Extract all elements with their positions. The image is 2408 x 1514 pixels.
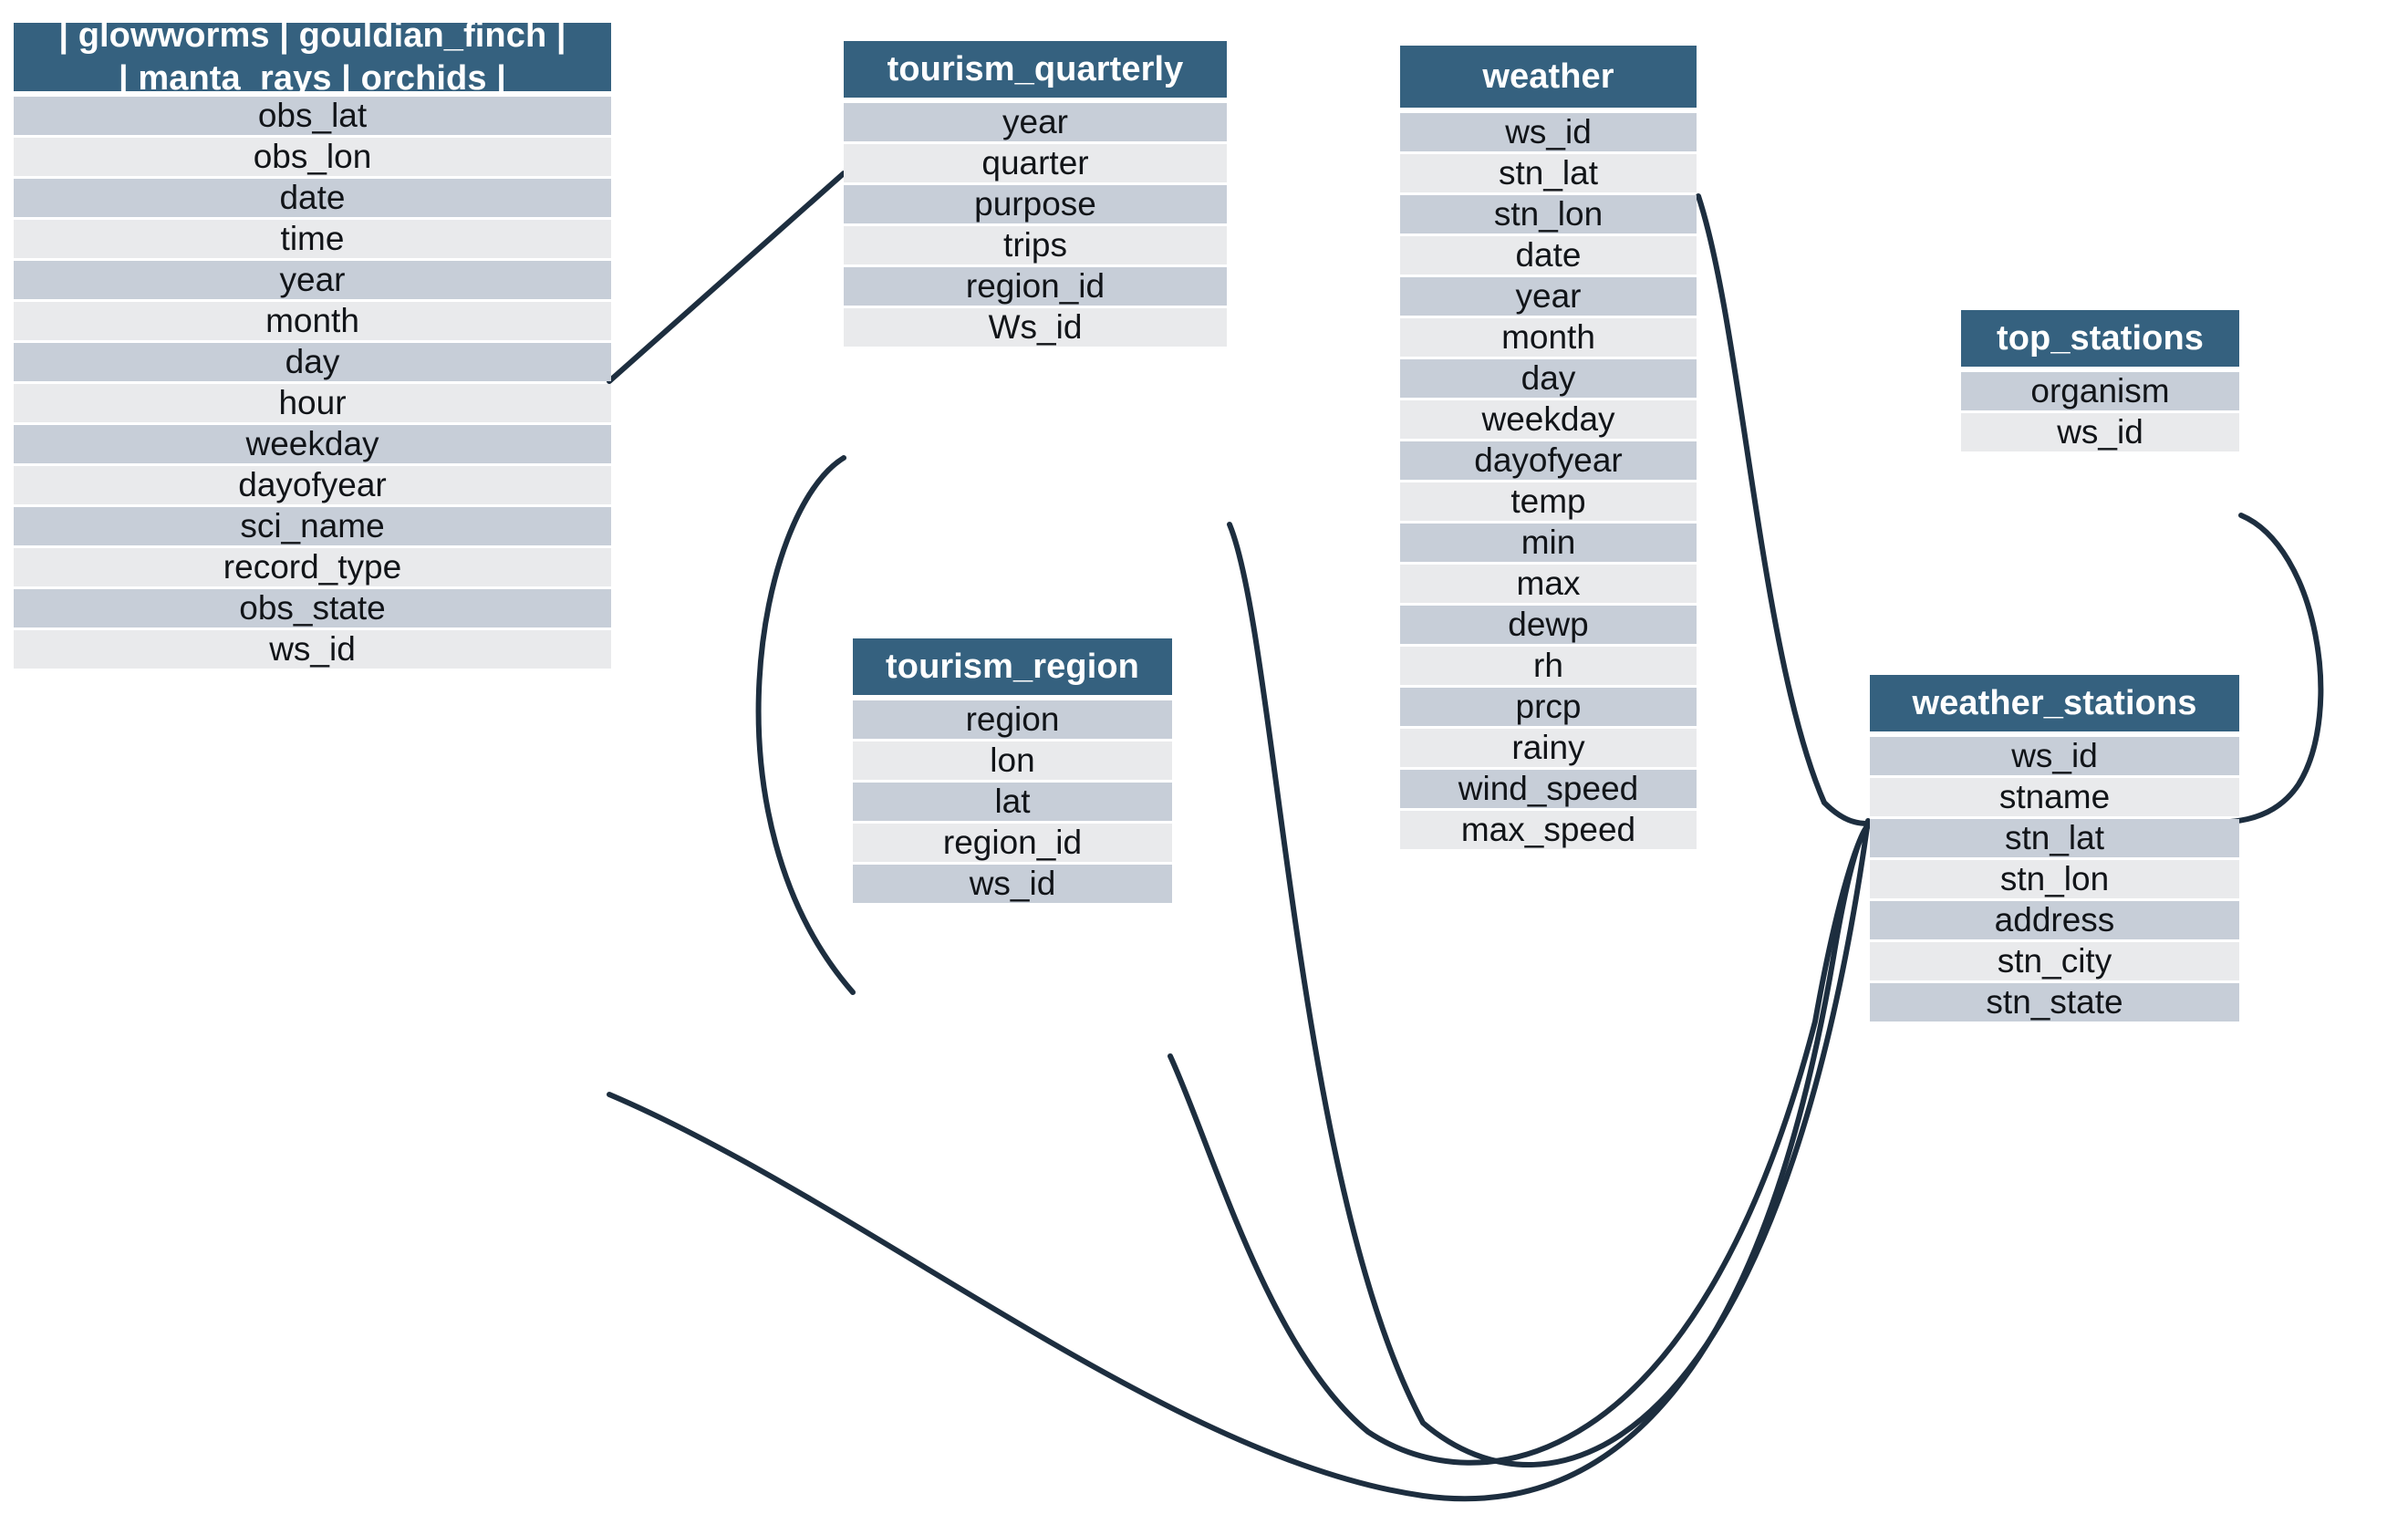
table-top-stations[interactable]: top_stations organism ws_id <box>1961 310 2239 454</box>
table-row[interactable]: lat <box>853 783 1172 821</box>
table-row[interactable]: stn_city <box>1870 942 2239 980</box>
table-observations-fields: obs_lat obs_lon date time year month day… <box>14 97 611 671</box>
table-row[interactable]: sci_name <box>14 507 611 545</box>
table-row[interactable]: ws_id <box>853 865 1172 903</box>
table-row[interactable]: dewp <box>1400 606 1697 644</box>
table-row[interactable]: stn_lon <box>1870 860 2239 898</box>
table-tourism-quarterly-fields: year quarter purpose trips region_id Ws_… <box>844 103 1227 349</box>
link-weather-wsid-to-weather-stations-wsid <box>1696 193 1871 826</box>
table-row[interactable]: date <box>14 179 611 217</box>
table-tourism-region-header: tourism_region <box>853 638 1172 695</box>
table-tourism-region-fields: region lon lat region_id ws_id <box>853 700 1172 906</box>
link-tourism-region-wsid-to-weather-stations-wsid <box>1168 824 1871 1466</box>
table-row[interactable]: organism <box>1961 372 2239 410</box>
table-row[interactable]: max <box>1400 565 1697 603</box>
table-row[interactable]: dayofyear <box>1400 441 1697 480</box>
table-row[interactable]: region_id <box>853 824 1172 862</box>
table-row[interactable]: stname <box>1870 778 2239 816</box>
table-observations-header: | glowworms | gouldian_finch | | manta_r… <box>14 16 611 98</box>
table-row[interactable]: year <box>14 261 611 299</box>
table-row[interactable]: purpose <box>844 185 1227 223</box>
table-weather-header: weather <box>1400 46 1697 108</box>
table-row[interactable]: stn_state <box>1870 983 2239 1021</box>
table-row[interactable]: hour <box>14 384 611 422</box>
table-row[interactable]: year <box>844 103 1227 141</box>
link-observations-time-to-tourism-quarterly-year <box>607 171 846 384</box>
table-row[interactable]: Ws_id <box>844 308 1227 347</box>
table-row[interactable]: address <box>1870 901 2239 939</box>
table-row[interactable]: time <box>14 220 611 258</box>
table-row[interactable]: lon <box>853 741 1172 780</box>
table-observations[interactable]: | glowworms | gouldian_finch | | manta_r… <box>14 16 611 671</box>
table-weather-stations[interactable]: weather_stations ws_id stname stn_lat st… <box>1870 675 2239 1024</box>
table-row[interactable]: ws_id <box>1870 737 2239 775</box>
table-tourism-quarterly-header: tourism_quarterly <box>844 41 1227 98</box>
table-row[interactable]: region <box>853 700 1172 739</box>
table-row[interactable]: ws_id <box>1400 113 1697 151</box>
table-row[interactable]: date <box>1400 236 1697 275</box>
table-weather[interactable]: weather ws_id stn_lat stn_lon date year … <box>1400 46 1697 852</box>
table-row[interactable]: ws_id <box>1961 413 2239 451</box>
table-row[interactable]: weekday <box>14 425 611 463</box>
table-row[interactable]: prcp <box>1400 688 1697 726</box>
table-row[interactable]: min <box>1400 524 1697 562</box>
table-row[interactable]: weekday <box>1400 400 1697 439</box>
table-weather-stations-header: weather_stations <box>1870 675 2239 731</box>
table-row[interactable]: month <box>1400 318 1697 357</box>
table-tourism-region[interactable]: tourism_region region lon lat region_id … <box>853 638 1172 906</box>
table-row[interactable]: rainy <box>1400 729 1697 767</box>
table-row[interactable]: stn_lat <box>1400 154 1697 192</box>
table-row[interactable]: wind_speed <box>1400 770 1697 808</box>
table-row[interactable]: year <box>1400 277 1697 316</box>
link-tourism-quarterly-regionid-to-tourism-region-regionid <box>755 455 856 995</box>
table-tourism-quarterly[interactable]: tourism_quarterly year quarter purpose t… <box>844 41 1227 349</box>
table-weather-stations-fields: ws_id stname stn_lat stn_lon address stn… <box>1870 737 2239 1024</box>
table-row[interactable]: month <box>14 302 611 340</box>
table-row[interactable]: dayofyear <box>14 466 611 504</box>
table-observations-title-line1: | glowworms | gouldian_finch | <box>58 16 566 56</box>
table-row[interactable]: ws_id <box>14 630 611 669</box>
table-row[interactable]: temp <box>1400 482 1697 521</box>
table-row[interactable]: obs_state <box>14 589 611 627</box>
table-row[interactable]: obs_lon <box>14 138 611 176</box>
table-top-stations-fields: organism ws_id <box>1961 372 2239 454</box>
table-weather-fields: ws_id stn_lat stn_lon date year month da… <box>1400 113 1697 852</box>
table-row[interactable]: max_speed <box>1400 811 1697 849</box>
table-row[interactable]: quarter <box>844 144 1227 182</box>
table-row[interactable]: day <box>14 343 611 381</box>
table-row[interactable]: obs_lat <box>14 97 611 135</box>
table-row[interactable]: region_id <box>844 267 1227 306</box>
table-row[interactable]: day <box>1400 359 1697 398</box>
table-top-stations-header: top_stations <box>1961 310 2239 367</box>
link-observations-ws-id-to-weather-stations-wsid <box>607 823 1871 1502</box>
table-row[interactable]: trips <box>844 226 1227 264</box>
table-row[interactable]: record_type <box>14 548 611 586</box>
table-row[interactable]: stn_lon <box>1400 195 1697 233</box>
table-row[interactable]: stn_lat <box>1870 819 2239 857</box>
table-observations-title-line2: | manta_rays | orchids | <box>118 58 506 98</box>
table-row[interactable]: rh <box>1400 647 1697 685</box>
